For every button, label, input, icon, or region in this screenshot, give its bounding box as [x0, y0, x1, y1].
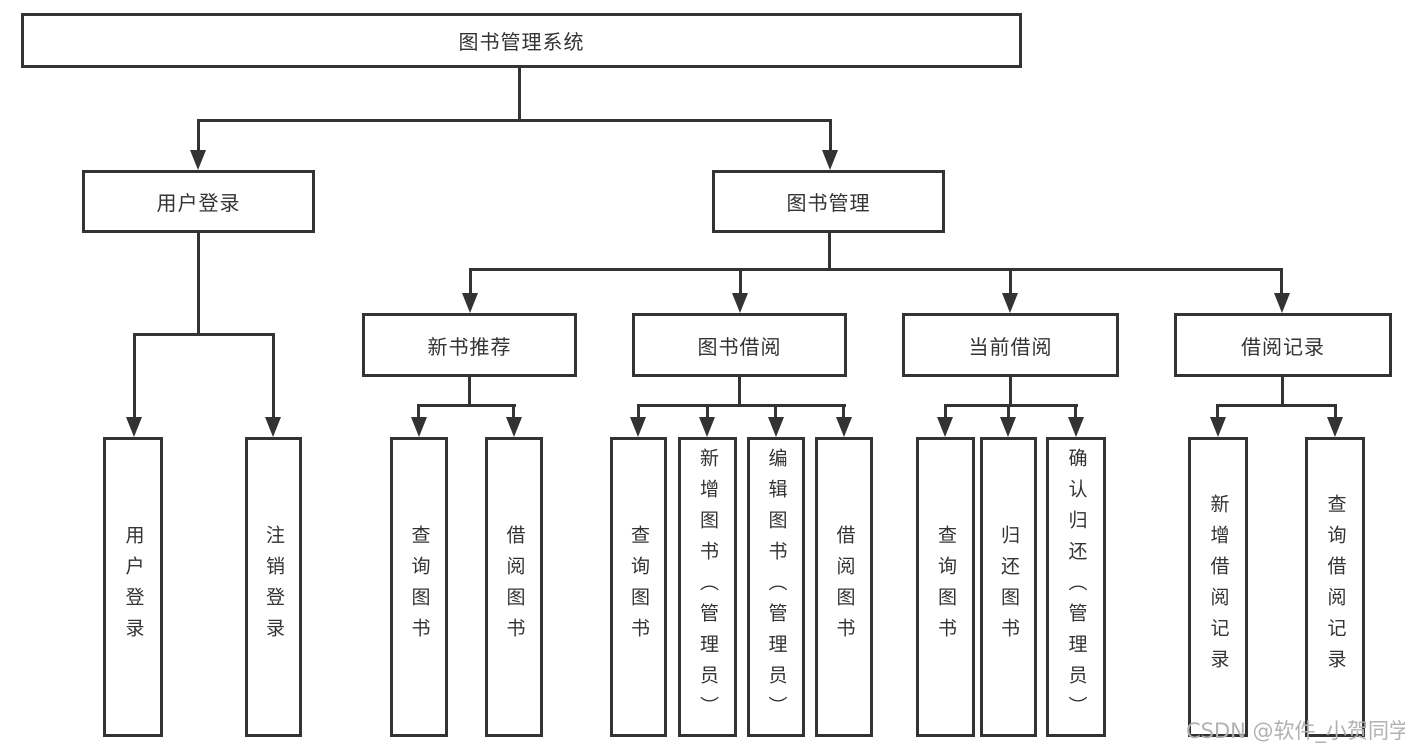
- connector-line: [469, 268, 472, 294]
- arrow-down-icon: [937, 417, 953, 437]
- node-user-login: 用户登录: [82, 170, 315, 233]
- node-borrowing-records: 借阅记录: [1174, 313, 1392, 377]
- leaf-query-books-current: 查询图书: [916, 437, 975, 737]
- connector-line: [1334, 404, 1337, 419]
- arrow-down-icon: [1002, 293, 1018, 313]
- leaf-label: 新增图书（管理员）: [697, 447, 719, 727]
- leaf-label: 查询图书: [935, 525, 957, 649]
- connector-line: [706, 404, 709, 419]
- leaf-query-borrow-record: 查询借阅记录: [1305, 437, 1365, 737]
- leaf-borrow-books-recommend: 借阅图书: [485, 437, 543, 737]
- arrow-down-icon: [462, 293, 478, 313]
- connector-line: [1009, 268, 1012, 294]
- connector-line: [774, 404, 777, 419]
- watermark: CSDN @软件_小贺同学: [1186, 719, 1405, 743]
- arrow-down-icon: [126, 417, 142, 437]
- leaf-label: 查询图书: [628, 525, 650, 649]
- leaf-logout: 注销登录: [245, 437, 302, 737]
- connector-line: [842, 404, 845, 419]
- node-new-book-recommendation: 新书推荐: [362, 313, 577, 377]
- arrow-down-icon: [506, 417, 522, 437]
- node-label: 图书借阅: [697, 334, 782, 359]
- connector-line: [1216, 404, 1219, 419]
- node-label: 用户登录: [156, 191, 241, 215]
- leaf-label: 借阅图书: [833, 525, 856, 649]
- connector-line: [417, 404, 420, 419]
- leaf-borrow-books-borrowing: 借阅图书: [815, 437, 873, 737]
- connector-line: [133, 333, 275, 336]
- leaf-query-books-recommend: 查询图书: [390, 437, 448, 737]
- leaf-query-books-borrowing: 查询图书: [610, 437, 667, 737]
- connector-line: [637, 404, 846, 407]
- arrow-down-icon: [1327, 417, 1343, 437]
- connector-line: [1216, 404, 1337, 407]
- connector-line: [133, 333, 136, 419]
- arrow-down-icon: [630, 417, 646, 437]
- leaf-label: 编辑图书（管理员）: [765, 447, 788, 727]
- connector-line: [738, 377, 741, 406]
- arrow-down-icon: [768, 417, 784, 437]
- node-label: 当前借阅: [968, 334, 1053, 359]
- node-label: 新书推荐: [427, 334, 512, 359]
- leaf-label: 查询借阅记录: [1324, 494, 1347, 680]
- leaf-edit-books-admin: 编辑图书（管理员）: [747, 437, 805, 737]
- connector-line: [417, 404, 516, 407]
- connector-line: [272, 333, 275, 419]
- connector-line: [468, 377, 471, 406]
- connector-line: [197, 233, 200, 335]
- leaf-label: 借阅图书: [503, 525, 526, 649]
- connector-line: [1281, 377, 1284, 406]
- arrow-down-icon: [822, 150, 838, 170]
- arrow-down-icon: [732, 293, 748, 313]
- connector-line: [1074, 404, 1077, 419]
- node-label: 图书管理系统: [458, 30, 585, 54]
- leaf-confirm-return-admin: 确认归还（管理员）: [1046, 437, 1106, 737]
- connector-line: [829, 119, 832, 153]
- leaf-label: 注销登录: [263, 525, 285, 649]
- leaf-label: 新增借阅记录: [1207, 494, 1230, 680]
- connector-line: [637, 404, 640, 419]
- connector-line: [1280, 268, 1283, 294]
- connector-line: [944, 404, 947, 419]
- connector-line: [828, 232, 831, 271]
- connector-line: [469, 268, 1283, 271]
- leaf-user-login: 用户登录: [103, 437, 163, 737]
- leaf-add-borrow-record: 新增借阅记录: [1188, 437, 1248, 737]
- connector-line: [739, 268, 742, 294]
- arrow-down-icon: [699, 417, 715, 437]
- connector-line: [944, 404, 1078, 407]
- leaf-label: 用户登录: [122, 525, 145, 649]
- node-book-management: 图书管理: [712, 170, 945, 233]
- connector-line: [197, 119, 832, 122]
- connector-line: [518, 68, 521, 121]
- leaf-label: 确认归还（管理员）: [1065, 447, 1088, 727]
- arrow-down-icon: [265, 417, 281, 437]
- connector-line: [1007, 404, 1010, 419]
- leaf-add-books-admin: 新增图书（管理员）: [678, 437, 737, 737]
- arrow-down-icon: [190, 150, 206, 170]
- arrow-down-icon: [1000, 417, 1016, 437]
- node-current-borrowing: 当前借阅: [902, 313, 1119, 377]
- arrow-down-icon: [1210, 417, 1226, 437]
- arrow-down-icon: [1274, 293, 1290, 313]
- node-book-borrowing: 图书借阅: [632, 313, 847, 377]
- arrow-down-icon: [1068, 417, 1084, 437]
- node-library-management-system: 图书管理系统: [21, 13, 1022, 68]
- node-label: 借阅记录: [1241, 334, 1325, 359]
- connector-line: [197, 119, 200, 153]
- leaf-return-books: 归还图书: [980, 437, 1037, 737]
- leaf-label: 归还图书: [998, 525, 1020, 649]
- connector-line: [1009, 377, 1012, 406]
- node-label: 图书管理: [786, 191, 871, 215]
- connector-line: [512, 404, 515, 419]
- arrow-down-icon: [411, 417, 427, 437]
- leaf-label: 查询图书: [408, 525, 431, 649]
- arrow-down-icon: [836, 417, 852, 437]
